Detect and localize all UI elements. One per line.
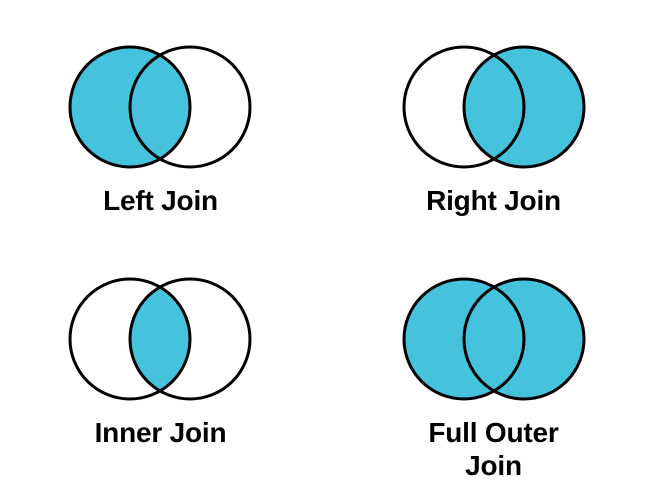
join-diagram-inner-join: Inner Join: [0, 232, 327, 474]
venn-overlap-region: [129, 279, 190, 399]
venn-right-circle-outline: [462, 45, 585, 169]
venn-right-circle-outline: [128, 45, 251, 169]
venn-right-circle-outline: [462, 277, 585, 401]
venn-svg-right-join: [402, 45, 585, 169]
join-label-inner-join: Inner Join: [94, 417, 227, 448]
venn-left-circle-outline: [402, 277, 525, 401]
venn-overlap-region: [129, 47, 190, 167]
venn-diagram-inner-join: [60, 274, 260, 404]
venn-diagram-full-outer-join: [394, 274, 594, 404]
venn-right-circle-outline: [128, 277, 251, 401]
join-diagram-right-join: Right Join: [327, 0, 654, 232]
join-diagram-left-join: Left Join: [0, 0, 327, 232]
venn-overlap-region: [463, 47, 524, 167]
join-diagram-full-outer-join: Full Outer Join: [327, 232, 654, 481]
venn-left-circle-outline: [402, 45, 525, 169]
join-label-left-join: Left Join: [103, 185, 218, 216]
venn-svg-left-join: [68, 45, 251, 169]
venn-diagram-left-join: [60, 42, 260, 172]
venn-diagram-right-join: [394, 42, 594, 172]
venn-left-circle-outline: [68, 45, 191, 169]
join-label-full-outer-join: Full Outer Join: [428, 417, 559, 482]
venn-svg-inner-join: [68, 277, 251, 401]
venn-left-circle-outline: [68, 277, 191, 401]
join-label-right-join: Right Join: [426, 185, 561, 216]
venn-svg-full-outer-join: [402, 277, 585, 401]
